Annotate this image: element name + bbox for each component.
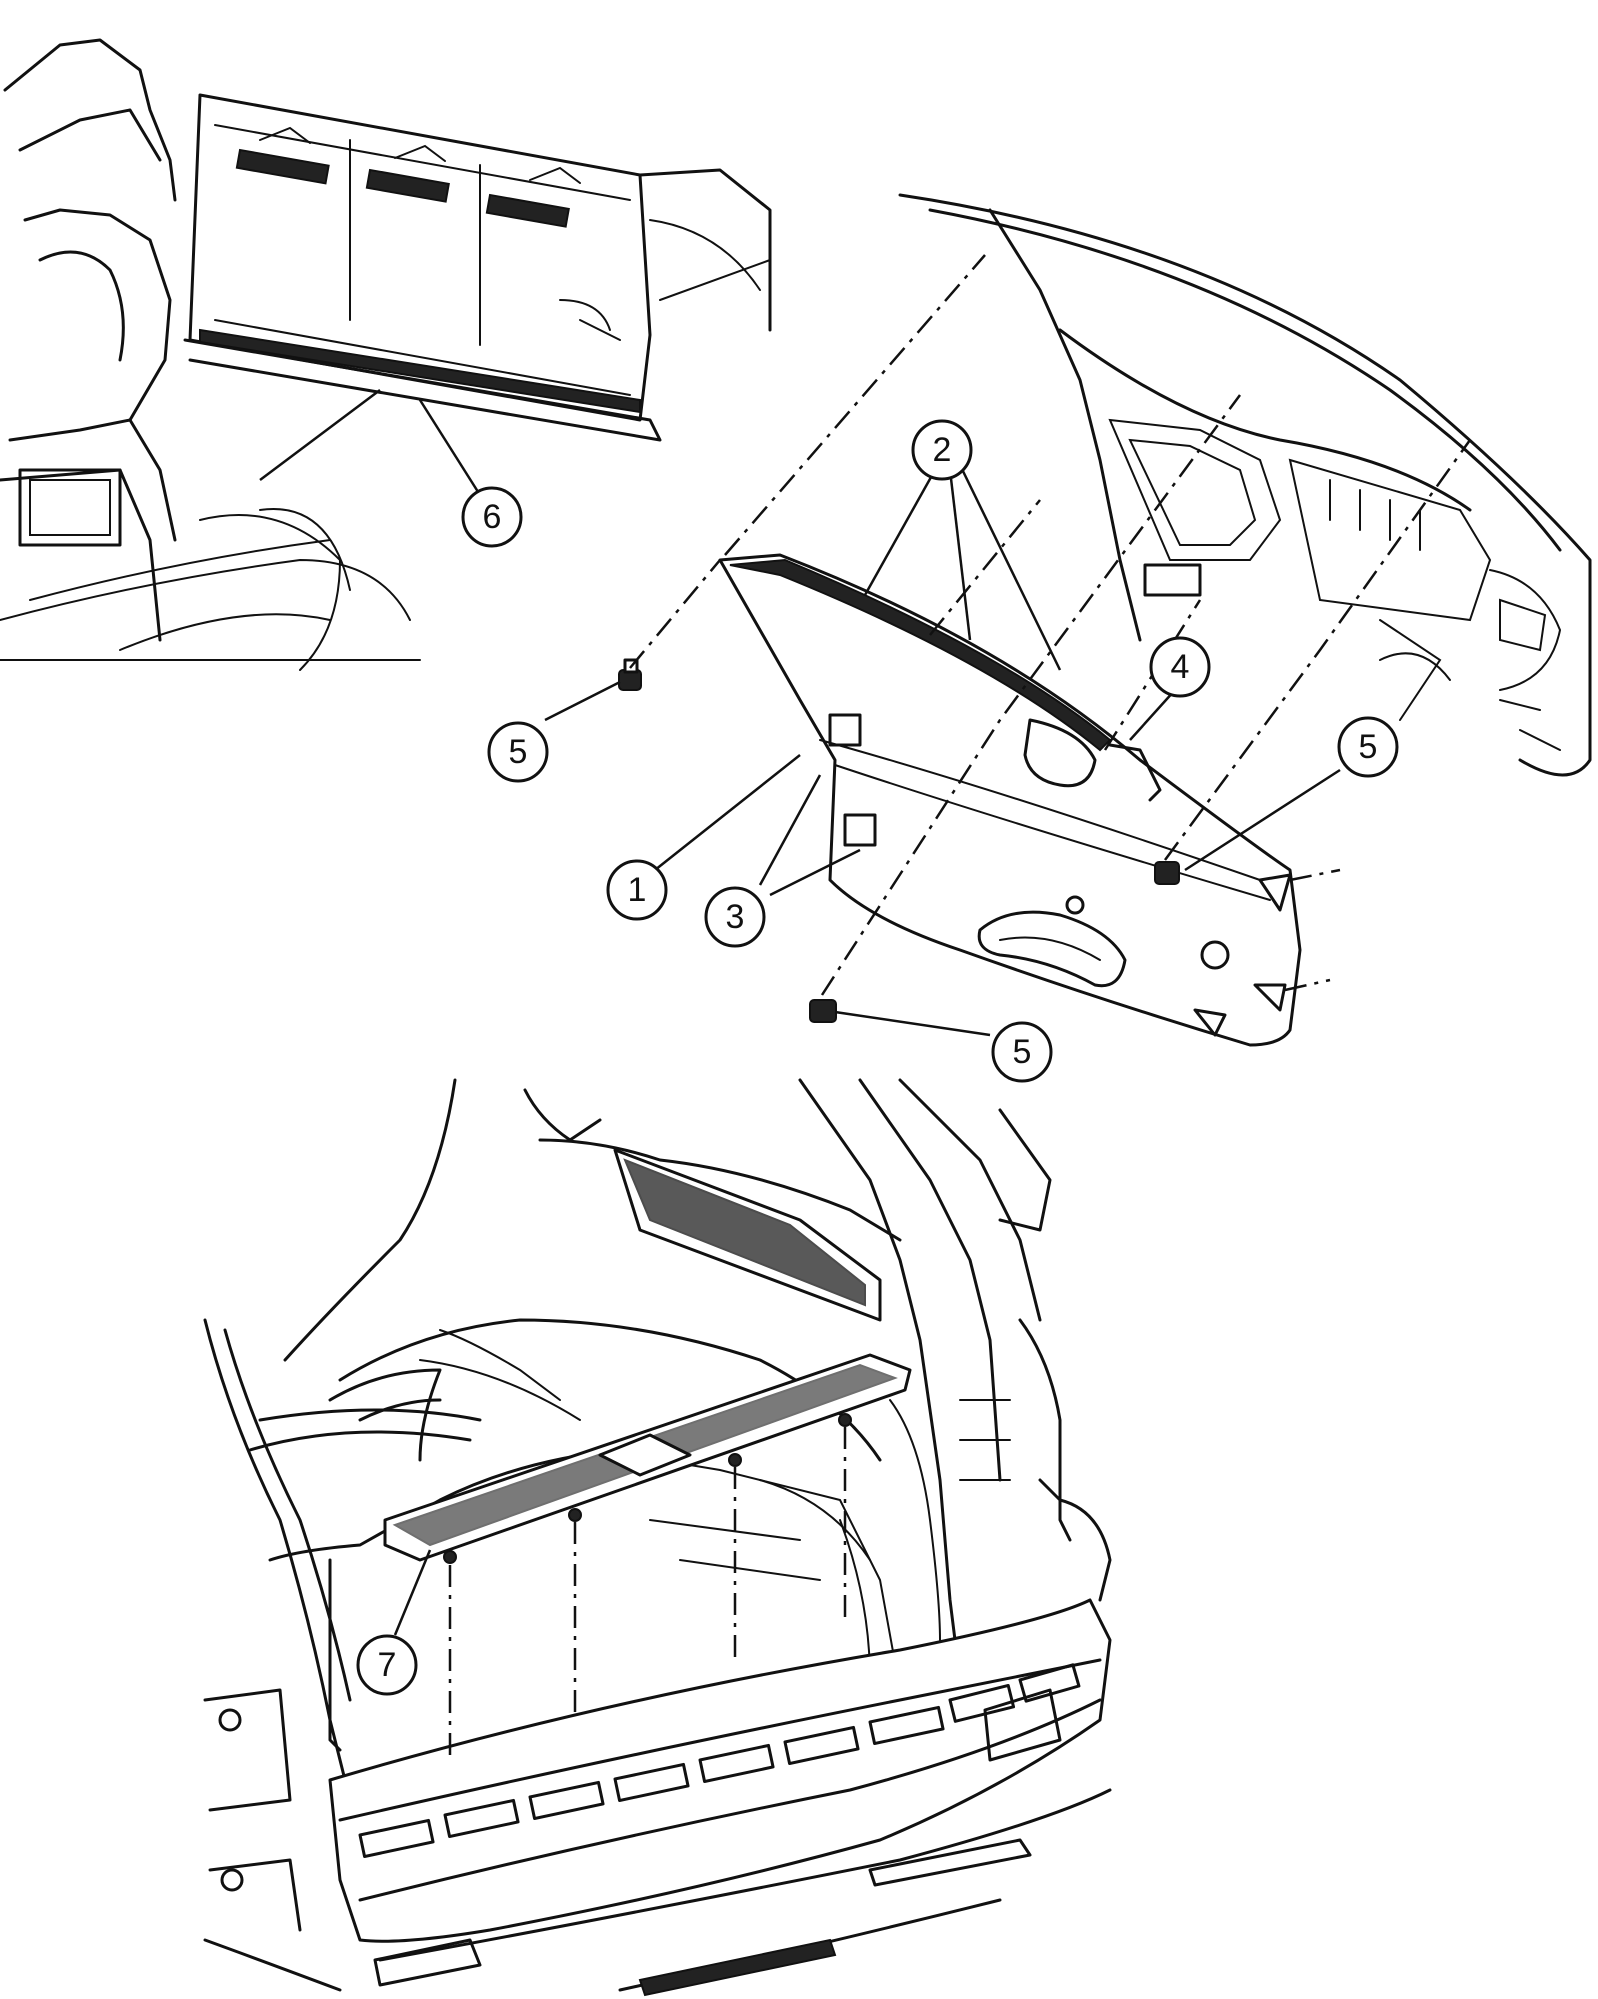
leader-5b <box>1184 768 1341 872</box>
callout-5c: 5 <box>991 1021 1053 1083</box>
leader-5a <box>544 680 621 722</box>
leader-5c <box>834 1010 991 1037</box>
callout-3: 3 <box>704 886 766 948</box>
svg-text:1: 1 <box>628 871 647 909</box>
vent-grille <box>623 1158 866 1307</box>
push-pin-fastener <box>1154 861 1180 885</box>
cargo-area-view <box>203 1078 1112 1997</box>
svg-text:5: 5 <box>1013 1033 1032 1071</box>
svg-text:5: 5 <box>509 733 528 771</box>
callout-6: 6 <box>461 486 523 548</box>
callout-5a: 5 <box>487 721 549 783</box>
push-pin-fastener <box>809 999 837 1023</box>
leader-3 <box>758 774 822 886</box>
leader-6 <box>418 399 482 496</box>
leader-1 <box>654 754 801 871</box>
svg-text:5: 5 <box>1359 728 1378 766</box>
callout-2: 2 <box>911 419 973 481</box>
push-pin-fastener <box>618 658 642 691</box>
leader-4 <box>1129 689 1176 741</box>
svg-text:2: 2 <box>933 431 952 469</box>
svg-text:3: 3 <box>726 898 745 936</box>
liftgate-view <box>618 193 1592 1047</box>
callout-4: 4 <box>1149 636 1211 698</box>
seatback-panel-view <box>0 38 772 671</box>
leader-2 <box>863 469 937 596</box>
svg-text:7: 7 <box>378 1646 397 1684</box>
leader-7 <box>393 1549 432 1636</box>
callout-7: 7 <box>356 1634 418 1696</box>
callout-5b: 5 <box>1337 716 1399 778</box>
svg-text:4: 4 <box>1171 648 1190 686</box>
callout-1: 1 <box>606 859 668 921</box>
svg-text:6: 6 <box>483 498 502 536</box>
